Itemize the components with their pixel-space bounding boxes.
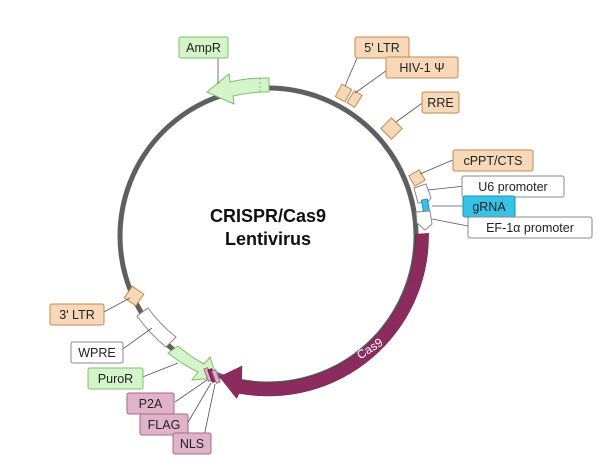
hiv-label-box — [385, 56, 459, 79]
nls-feature — [211, 369, 221, 384]
u6-feature — [413, 183, 432, 204]
nls-label-box — [172, 432, 212, 455]
hiv-feature — [346, 89, 363, 109]
ltr5-label: 5' LTR — [364, 41, 400, 55]
ampr-label-box — [178, 36, 229, 59]
wpre-label-box — [70, 341, 124, 364]
ef1a-label: EF-1α promoter — [486, 221, 574, 235]
ampr-feature — [206, 73, 270, 105]
ltr5-label-box — [354, 36, 410, 59]
leader-lines — [99, 57, 474, 442]
cppt-feature — [408, 169, 426, 187]
cppt-label: cPPT/CTS — [463, 154, 522, 168]
cppt-label-box — [452, 149, 534, 172]
ltr3-feature — [123, 285, 145, 307]
ltr3-label: 3' LTR — [59, 308, 95, 322]
map-title-line2: Lentivirus — [225, 229, 311, 249]
puror-label-box — [87, 367, 144, 390]
grna-label: gRNA — [472, 200, 506, 214]
map-title-line1: CRISPR/Cas9 — [210, 206, 326, 226]
rre-label: RRE — [427, 96, 453, 110]
rre-label-box — [421, 91, 460, 114]
ef1a-label-box — [467, 216, 593, 239]
wpre-label: WPRE — [78, 346, 116, 360]
ef1a-feature — [415, 210, 433, 231]
ltr3-label-box — [49, 303, 105, 326]
flag-label: FLAG — [148, 418, 181, 432]
ltr5-feature — [334, 83, 353, 103]
u6-label: U6 promoter — [478, 180, 547, 194]
cas9-feature — [219, 233, 429, 399]
puror-label: PuroR — [98, 372, 133, 386]
flag-label-box — [139, 413, 189, 436]
rre-feature — [380, 117, 403, 140]
wpre-feature — [136, 307, 177, 348]
hiv-label: HIV-1 Ψ — [399, 61, 444, 75]
nls-label: NLS — [180, 437, 204, 451]
p2a-label: P2A — [139, 397, 163, 411]
ampr-label: AmpR — [186, 41, 221, 55]
